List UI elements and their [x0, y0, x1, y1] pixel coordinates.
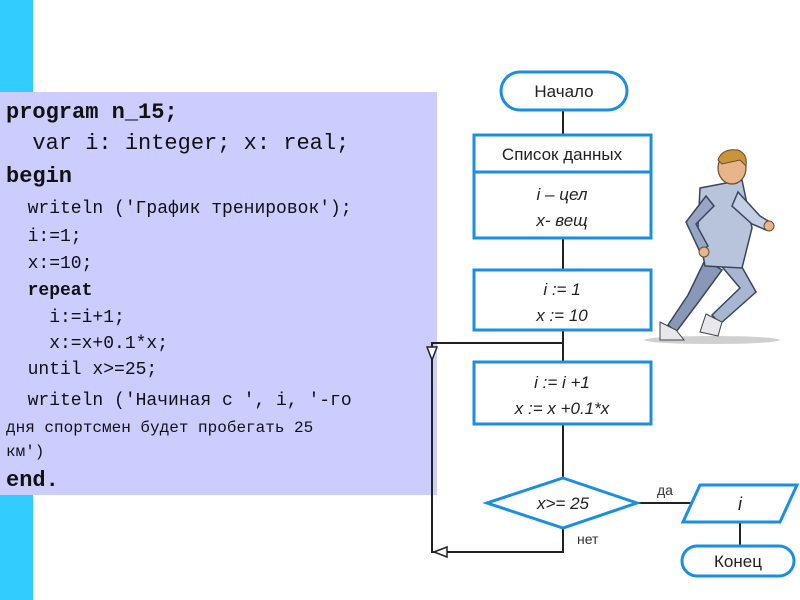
code-line-begin: begin	[6, 164, 73, 189]
code-line-program: program n_15;	[6, 100, 178, 125]
output-parallelogram	[680, 483, 800, 524]
condition-diamond	[482, 476, 642, 530]
start-label: Начало	[534, 82, 593, 101]
code-line-result-cont-1: дня спортсмен будет пробегать 25	[6, 419, 314, 437]
code-line-var: var i: integer; x: real;	[6, 131, 350, 156]
loop-x-label: x := x +0.1*x	[514, 399, 610, 418]
init-block	[472, 268, 653, 332]
code-line-writeln-result: writeln ('Начиная с ', i, '-го	[6, 391, 352, 411]
code-line-inc-i: i:=i+1;	[6, 308, 125, 328]
code-line-repeat: repeat	[6, 281, 93, 301]
loop-i-label: i := i +1	[534, 373, 590, 392]
code-line-init-i: i:=1;	[6, 227, 82, 247]
loop-arrow-up	[425, 346, 439, 363]
start-terminator	[499, 70, 629, 112]
code-line-until: until x>=25;	[6, 360, 158, 380]
code-line-writeln-title: writeln ('График тренировок');	[6, 199, 352, 219]
end-terminator	[680, 544, 796, 578]
data-list-title: Список данных	[502, 145, 623, 164]
end-label: Конец	[714, 552, 762, 571]
loop-body-block	[472, 360, 653, 426]
code-panel: program n_15; var i: integer; x: real; b…	[0, 92, 437, 495]
code-line-result-cont-2: км')	[6, 443, 45, 461]
code-line-end: end.	[6, 468, 59, 493]
data-x-type: x- вещ	[535, 211, 587, 230]
data-list-block	[472, 133, 653, 240]
init-i-label: i := 1	[543, 280, 580, 299]
condition-label: x>= 25	[536, 494, 590, 513]
runner-clipart-icon	[644, 149, 780, 344]
loop-arrow-left	[431, 545, 448, 559]
no-label: нет	[577, 531, 599, 547]
data-i-type: i – цел	[537, 185, 588, 204]
init-x-label: x := 10	[535, 306, 588, 325]
yes-label: да	[657, 482, 673, 498]
code-line-update-x: x:=x+0.1*x;	[6, 334, 169, 354]
output-label: i	[738, 494, 743, 514]
code-line-init-x: x:=10;	[6, 254, 93, 274]
